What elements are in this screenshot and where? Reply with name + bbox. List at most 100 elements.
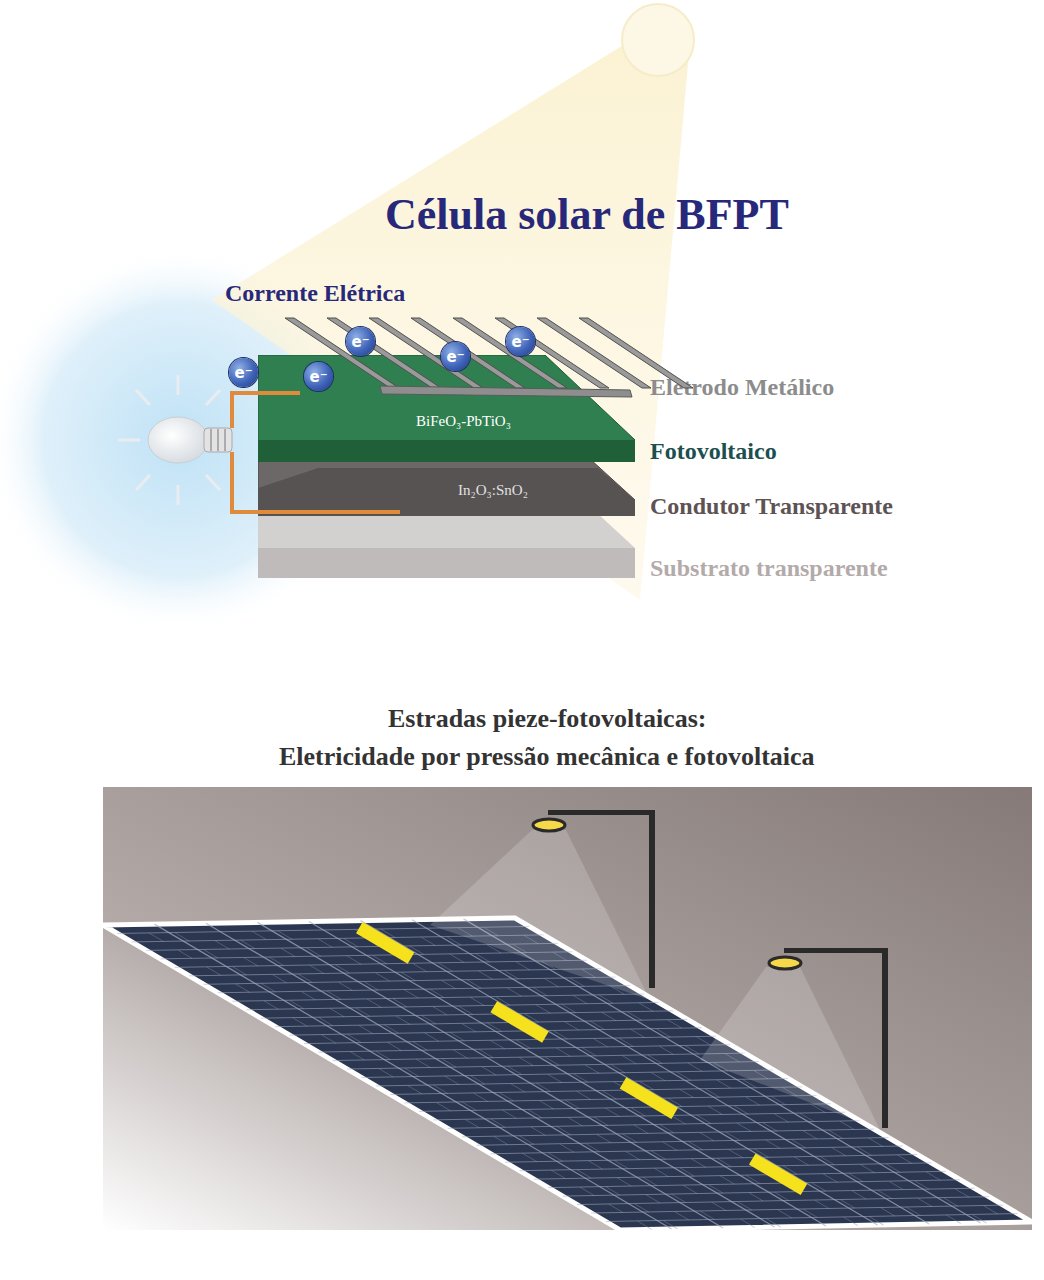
panel-line (476, 1138, 888, 1146)
panel-line (746, 1175, 760, 1183)
panel-line (482, 1067, 496, 1075)
panel-line (215, 941, 229, 949)
panel-line (943, 1198, 957, 1206)
panel-line (791, 1139, 805, 1147)
panel-line (536, 1005, 550, 1013)
panel-line (304, 1036, 716, 1043)
panel-line (376, 1051, 390, 1059)
panel-line (568, 1117, 582, 1125)
panel-line (424, 1033, 438, 1041)
panel-line (643, 1177, 657, 1185)
layer-face (258, 418, 635, 516)
panel-line (347, 1034, 361, 1042)
panel-line (766, 1140, 780, 1148)
panel-line (376, 1078, 788, 1086)
panel-line (421, 937, 435, 945)
panel-line (626, 1151, 640, 1159)
panel-line (247, 1002, 659, 1009)
panel-line (175, 933, 189, 941)
lane-dash (623, 1083, 675, 1113)
panel-line (384, 1025, 398, 1033)
panel-line (582, 1047, 596, 1055)
panel-line (404, 990, 418, 998)
panel-line (421, 1015, 435, 1023)
panel-line (705, 1089, 719, 1097)
panel-line (840, 1200, 854, 1208)
panel-line (717, 1080, 731, 1088)
current-label: Corrente Elétrica (225, 280, 405, 308)
panel-line (717, 1158, 731, 1166)
panel-line (490, 1040, 504, 1048)
panel-line (511, 1084, 525, 1092)
panel-line (576, 1091, 590, 1099)
panel-line (926, 1172, 940, 1180)
panel-line (264, 1001, 278, 1009)
panel-line (390, 1087, 802, 1095)
panel-line (617, 1178, 631, 1186)
panel-line (679, 1089, 693, 1097)
panel-line (335, 965, 349, 973)
panel-line (659, 1046, 673, 1054)
panel-line (800, 1113, 814, 1121)
panel-line (204, 950, 218, 958)
lane-dash (752, 1159, 804, 1189)
panel-line (700, 1132, 714, 1140)
street-lamp (769, 948, 888, 1128)
panel-line (478, 971, 492, 979)
panel-line (648, 1055, 662, 1063)
panel-line (651, 1072, 665, 1080)
panel-line (387, 1042, 401, 1050)
sun-beam (212, 42, 690, 600)
layer-label: Condutor Transparente (650, 493, 893, 521)
panel-line (712, 1202, 726, 1210)
panel-line (516, 962, 530, 970)
electron: e⁻ (506, 327, 535, 356)
panel-line (720, 1176, 734, 1184)
panel-line (531, 1127, 545, 1135)
panel-line (430, 989, 444, 997)
panel-line (946, 1215, 960, 1223)
panel-line (261, 983, 275, 991)
panel-line (293, 1018, 307, 1026)
panel-line (178, 950, 192, 958)
panel-line (580, 1187, 594, 1195)
panel-line (175, 960, 587, 967)
panel-line (160, 952, 572, 959)
substrate-front (258, 548, 635, 578)
panel-line (630, 1029, 644, 1037)
panel-line (548, 1074, 562, 1082)
panel-line (523, 1153, 537, 1161)
layer-face (258, 355, 635, 462)
panel-line (367, 999, 381, 1007)
panel-line (494, 1136, 508, 1144)
panel-line (419, 1104, 831, 1112)
panel-line (656, 1029, 670, 1037)
panel-line (453, 1050, 467, 1058)
panel-line (350, 1052, 364, 1060)
panel-line (450, 1032, 464, 1040)
panel-line (763, 1123, 777, 1131)
panel-line (364, 982, 378, 990)
panel-line (708, 1106, 722, 1114)
panel-line (602, 1012, 616, 1020)
panel-line (832, 1147, 846, 1155)
panel-line (614, 1160, 628, 1168)
panel-line (677, 1072, 691, 1080)
formula-label: BiFeO₃-PbTiO₃ (416, 413, 511, 430)
panel-line (660, 1125, 674, 1133)
panel-line (536, 1083, 550, 1091)
panel-line (672, 1194, 686, 1202)
panel-line (269, 957, 283, 965)
panel-line (849, 1173, 863, 1181)
panel-line (438, 963, 452, 971)
panel-line (611, 1064, 625, 1072)
panel-line (696, 1037, 710, 1045)
panel-line (450, 954, 464, 962)
panel-line (878, 1190, 892, 1198)
panel-line (207, 967, 221, 975)
panel-line (204, 977, 616, 984)
panel-line (590, 1021, 604, 1029)
panel-line (232, 994, 644, 1001)
panel-line (843, 1217, 857, 1225)
panel-line (442, 1059, 456, 1067)
